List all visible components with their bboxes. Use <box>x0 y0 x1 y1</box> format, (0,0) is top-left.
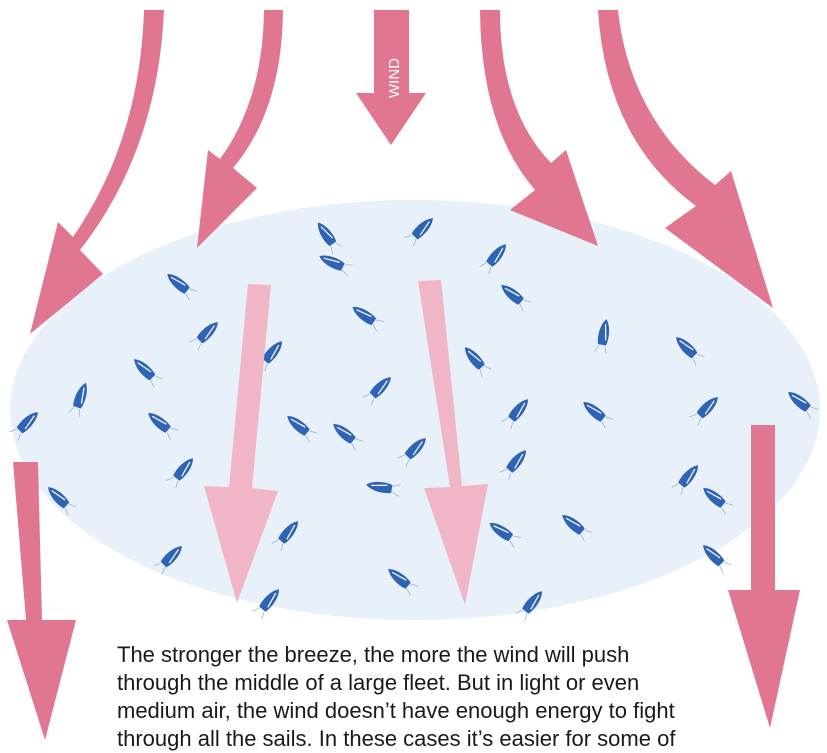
caption-line-2: through the middle of a large fleet. But… <box>117 670 639 695</box>
caption: The stronger the breeze, the more the wi… <box>117 641 817 753</box>
wind-indicator: WIND <box>356 10 426 145</box>
caption-line-1: The stronger the breeze, the more the wi… <box>117 642 629 667</box>
caption-line-4: through all the sails. In these cases it… <box>117 726 675 751</box>
curved-wind-arrow-center-left <box>197 10 283 248</box>
caption-line-3: medium air, the wind doesn’t have enough… <box>117 698 675 723</box>
wind-label: WIND <box>386 58 403 98</box>
